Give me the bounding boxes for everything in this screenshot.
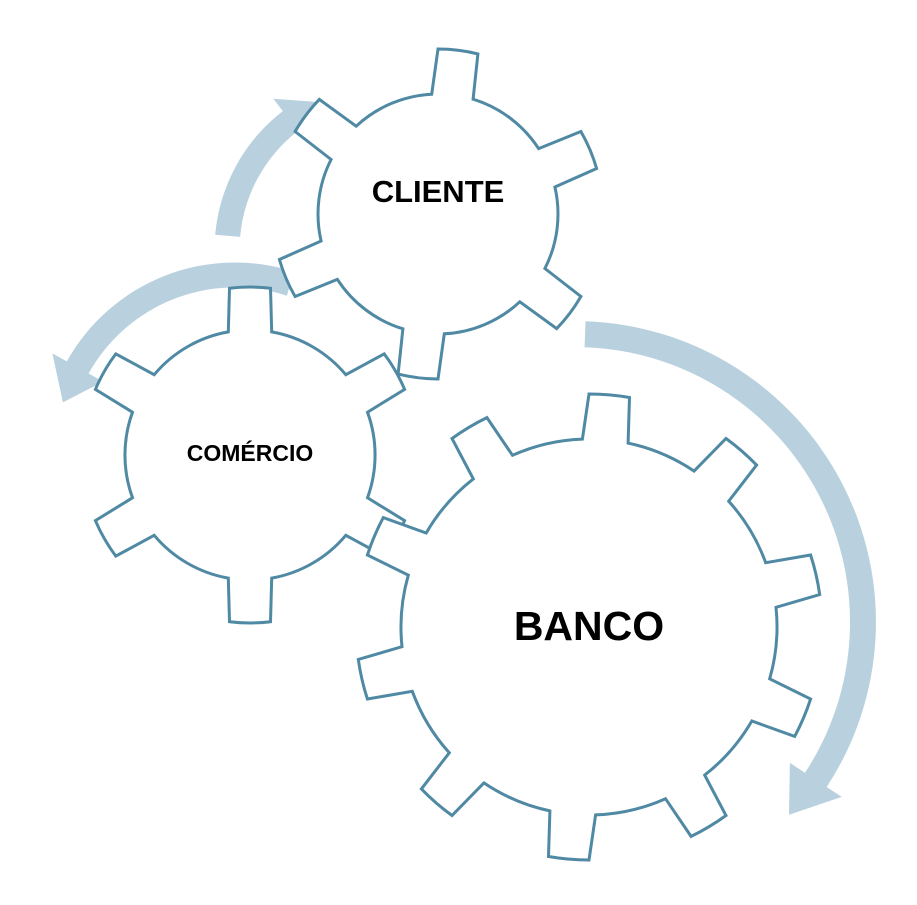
arrow-left-icon — [52, 262, 295, 403]
gear-label-cliente: CLIENTE — [372, 174, 505, 209]
arrows-layer — [52, 98, 876, 815]
arrow-right-icon — [584, 321, 876, 815]
gears-layer — [93, 47, 822, 862]
gear-cliente — [277, 47, 599, 381]
gear-label-banco: BANCO — [514, 603, 664, 649]
gear-comercio — [93, 285, 407, 625]
arrow-top-icon — [215, 98, 322, 237]
labels-layer: CLIENTE COMÉRCIO BANCO — [187, 174, 664, 649]
gear-label-comercio: COMÉRCIO — [187, 439, 314, 466]
gear-banco — [356, 392, 822, 862]
